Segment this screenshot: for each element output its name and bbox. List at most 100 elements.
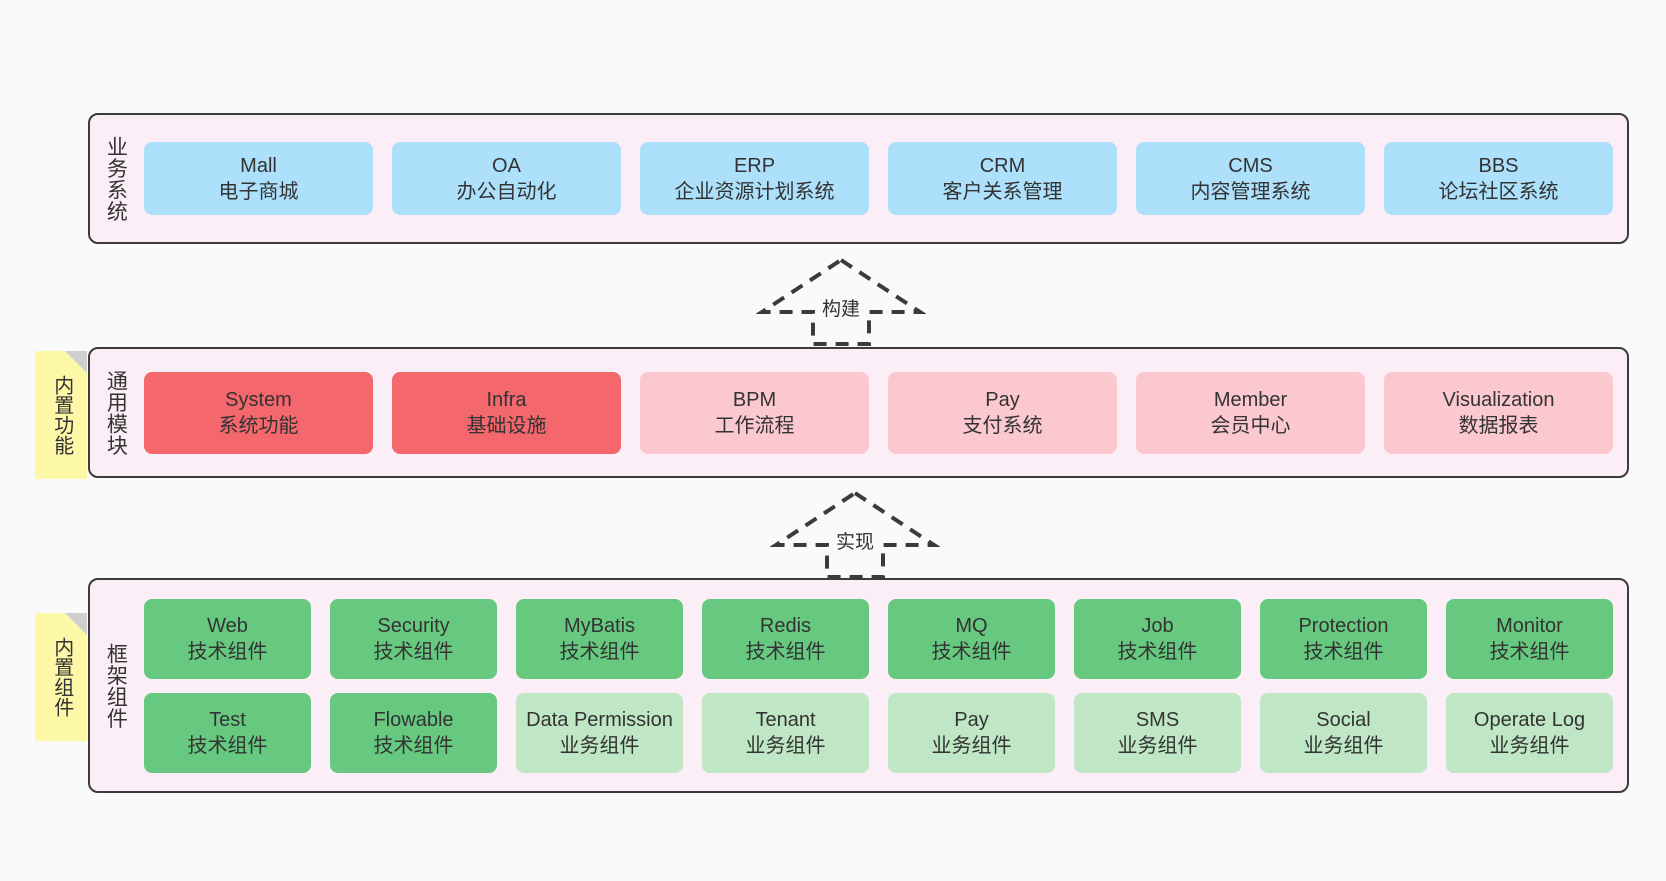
node-subtitle: 系统功能 xyxy=(218,414,299,437)
node-security[interactable]: Security 技术组件 xyxy=(330,598,497,679)
layer-body-common-modules: System 系统功能 Infra 基础设施 BPM 工作流程 Pay 支付系统… xyxy=(140,349,1627,476)
node-row: Test 技术组件 Flowable 技术组件 Data Permission … xyxy=(144,692,1613,773)
node-member[interactable]: Member 会员中心 xyxy=(1136,371,1365,454)
node-test[interactable]: Test 技术组件 xyxy=(144,692,311,773)
node-subtitle: 技术组件 xyxy=(1489,640,1570,663)
node-subtitle: 基础设施 xyxy=(466,414,547,437)
sticky-note-builtin-component: 内置组件 xyxy=(35,613,87,741)
node-bpm[interactable]: BPM 工作流程 xyxy=(640,371,869,454)
node-title: Visualization xyxy=(1442,388,1555,411)
layer-common-modules: 通用模块 System 系统功能 Infra 基础设施 BPM 工作流程 Pay… xyxy=(88,347,1629,478)
node-subtitle: 技术组件 xyxy=(931,640,1012,663)
node-title: BPM xyxy=(732,388,777,411)
layer-body-framework-components: Web 技术组件 Security 技术组件 MyBatis 技术组件 Redi… xyxy=(140,580,1627,791)
node-title: Protection xyxy=(1298,614,1389,637)
connector-realize-arrow: 实现 xyxy=(770,487,940,579)
node-pay[interactable]: Pay 支付系统 xyxy=(888,371,1117,454)
node-mall[interactable]: Mall 电子商城 xyxy=(144,142,373,215)
connector-build-arrow: 构建 xyxy=(756,254,926,346)
node-mq[interactable]: MQ 技术组件 xyxy=(888,598,1055,679)
node-row: System 系统功能 Infra 基础设施 BPM 工作流程 Pay 支付系统… xyxy=(144,371,1613,454)
node-subtitle: 业务组件 xyxy=(1489,734,1570,757)
node-tenant[interactable]: Tenant 业务组件 xyxy=(702,692,869,773)
node-subtitle: 技术组件 xyxy=(187,734,268,757)
node-mybatis[interactable]: MyBatis 技术组件 xyxy=(516,598,683,679)
node-title: Monitor xyxy=(1496,614,1563,637)
node-job[interactable]: Job 技术组件 xyxy=(1074,598,1241,679)
layer-title-common-modules: 通用模块 xyxy=(104,369,128,456)
node-subtitle: 业务组件 xyxy=(559,734,640,757)
node-crm[interactable]: CRM 客户关系管理 xyxy=(888,142,1117,215)
node-subtitle: 业务组件 xyxy=(1117,734,1198,757)
node-redis[interactable]: Redis 技术组件 xyxy=(702,598,869,679)
node-title: Infra xyxy=(486,388,527,411)
node-subtitle: 技术组件 xyxy=(1303,640,1384,663)
node-title: Test xyxy=(209,708,246,731)
node-title: Web xyxy=(207,614,248,637)
node-monitor[interactable]: Monitor 技术组件 xyxy=(1446,598,1613,679)
node-subtitle: 技术组件 xyxy=(373,640,454,663)
node-title: Social xyxy=(1316,708,1371,731)
node-subtitle: 技术组件 xyxy=(1117,640,1198,663)
node-erp[interactable]: ERP 企业资源计划系统 xyxy=(640,142,869,215)
node-cms[interactable]: CMS 内容管理系统 xyxy=(1136,142,1365,215)
node-title: MyBatis xyxy=(563,614,636,637)
layer-framework-components: 框架组件 Web 技术组件 Security 技术组件 MyBatis 技术组件… xyxy=(88,578,1629,793)
node-title: Tenant xyxy=(755,708,816,731)
layer-business-systems: 业务系统 Mall 电子商城 OA 办公自动化 ERP 企业资源计划系统 CRM… xyxy=(88,113,1629,244)
node-subtitle: 业务组件 xyxy=(745,734,826,757)
node-title: CMS xyxy=(1228,154,1273,177)
layer-title-framework-components: 框架组件 xyxy=(104,642,128,729)
layer-body-business-systems: Mall 电子商城 OA 办公自动化 ERP 企业资源计划系统 CRM 客户关系… xyxy=(140,115,1627,242)
node-subtitle: 电子商城 xyxy=(218,180,299,203)
node-title: ERP xyxy=(733,154,776,177)
node-subtitle: 论坛社区系统 xyxy=(1438,180,1559,203)
node-row: Mall 电子商城 OA 办公自动化 ERP 企业资源计划系统 CRM 客户关系… xyxy=(144,142,1613,215)
node-web[interactable]: Web 技术组件 xyxy=(144,598,311,679)
node-system[interactable]: System 系统功能 xyxy=(144,371,373,454)
layer-title-business-systems: 业务系统 xyxy=(104,135,128,222)
node-sms[interactable]: SMS 业务组件 xyxy=(1074,692,1241,773)
node-title: Redis xyxy=(759,614,812,637)
node-subtitle: 工作流程 xyxy=(714,414,795,437)
node-bbs[interactable]: BBS 论坛社区系统 xyxy=(1384,142,1613,215)
node-protection[interactable]: Protection 技术组件 xyxy=(1260,598,1427,679)
node-row: Web 技术组件 Security 技术组件 MyBatis 技术组件 Redi… xyxy=(144,598,1613,679)
node-subtitle: 技术组件 xyxy=(187,640,268,663)
node-title: Operate Log xyxy=(1473,708,1586,731)
node-subtitle: 业务组件 xyxy=(931,734,1012,757)
connector-build-label: 构建 xyxy=(821,299,860,320)
node-title: CRM xyxy=(979,154,1026,177)
node-pay-component[interactable]: Pay 业务组件 xyxy=(888,692,1055,773)
node-subtitle: 技术组件 xyxy=(559,640,640,663)
node-subtitle: 技术组件 xyxy=(745,640,826,663)
node-flowable[interactable]: Flowable 技术组件 xyxy=(330,692,497,773)
node-subtitle: 数据报表 xyxy=(1458,414,1539,437)
sticky-note-label: 内置功能 xyxy=(50,375,73,455)
node-title: Pay xyxy=(954,708,989,731)
node-title: SMS xyxy=(1135,708,1180,731)
node-operate-log[interactable]: Operate Log 业务组件 xyxy=(1446,692,1613,773)
folded-corner-icon xyxy=(65,351,87,373)
node-title: BBS xyxy=(1478,154,1519,177)
node-subtitle: 企业资源计划系统 xyxy=(674,180,835,203)
folded-corner-icon xyxy=(65,613,87,635)
node-title: Mall xyxy=(240,154,277,177)
node-title: Job xyxy=(1141,614,1174,637)
sticky-note-label: 内置组件 xyxy=(50,637,73,717)
node-title: Data Permission xyxy=(526,708,673,731)
node-social[interactable]: Social 业务组件 xyxy=(1260,692,1427,773)
node-subtitle: 支付系统 xyxy=(962,414,1043,437)
node-subtitle: 办公自动化 xyxy=(456,180,557,203)
node-oa[interactable]: OA 办公自动化 xyxy=(392,142,621,215)
node-data-permission[interactable]: Data Permission 业务组件 xyxy=(516,692,683,773)
node-infra[interactable]: Infra 基础设施 xyxy=(392,371,621,454)
node-title: Security xyxy=(377,614,450,637)
node-visualization[interactable]: Visualization 数据报表 xyxy=(1384,371,1613,454)
node-subtitle: 业务组件 xyxy=(1303,734,1384,757)
node-title: Pay xyxy=(985,388,1020,411)
sticky-note-builtin-function: 内置功能 xyxy=(35,351,87,479)
node-title: MQ xyxy=(955,614,988,637)
node-title: Member xyxy=(1213,388,1288,411)
